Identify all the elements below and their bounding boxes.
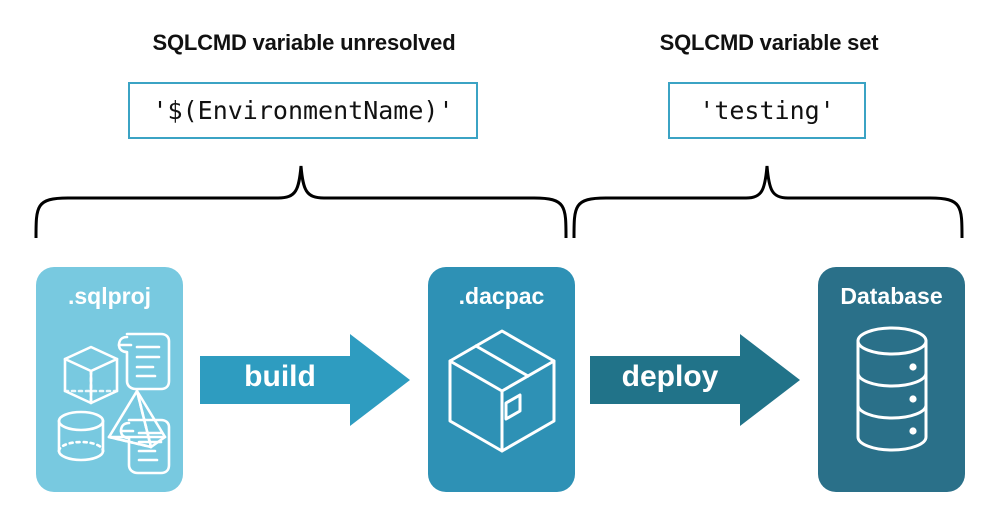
code-box-resolved-value: 'testing' (668, 82, 866, 139)
panel-dacpac: .dacpac (428, 267, 575, 492)
panel-dacpac-title: .dacpac (458, 283, 545, 309)
cube-icon (63, 345, 118, 405)
curly-brace-right (566, 146, 970, 243)
arrow-deploy-label: deploy (621, 360, 719, 393)
database-cylinder-icon (856, 326, 927, 452)
scroll-icon (119, 418, 170, 475)
panel-database: Database (818, 267, 965, 492)
cylinder-icon (57, 410, 104, 462)
heading-sqlcmd-unresolved: SQLCMD variable unresolved (152, 30, 456, 55)
arrow-build (200, 334, 410, 431)
heading-sqlcmd-set: SQLCMD variable set (659, 30, 879, 55)
panel-dacpac-artwork (428, 319, 575, 469)
panel-database-artwork (818, 319, 965, 469)
panel-sqlproj-artwork (36, 319, 183, 479)
arrow-deploy (590, 334, 800, 431)
panel-sqlproj: .sqlproj (36, 267, 183, 492)
panel-sqlproj-title: .sqlproj (67, 283, 152, 309)
arrow-build-label: build (244, 360, 316, 393)
curly-brace-left (28, 146, 574, 243)
panel-database-title: Database (840, 283, 943, 309)
scroll-icon (117, 332, 170, 391)
package-box-icon (448, 329, 555, 453)
code-box-unresolved-variable: '$(EnvironmentName)' (128, 82, 478, 139)
